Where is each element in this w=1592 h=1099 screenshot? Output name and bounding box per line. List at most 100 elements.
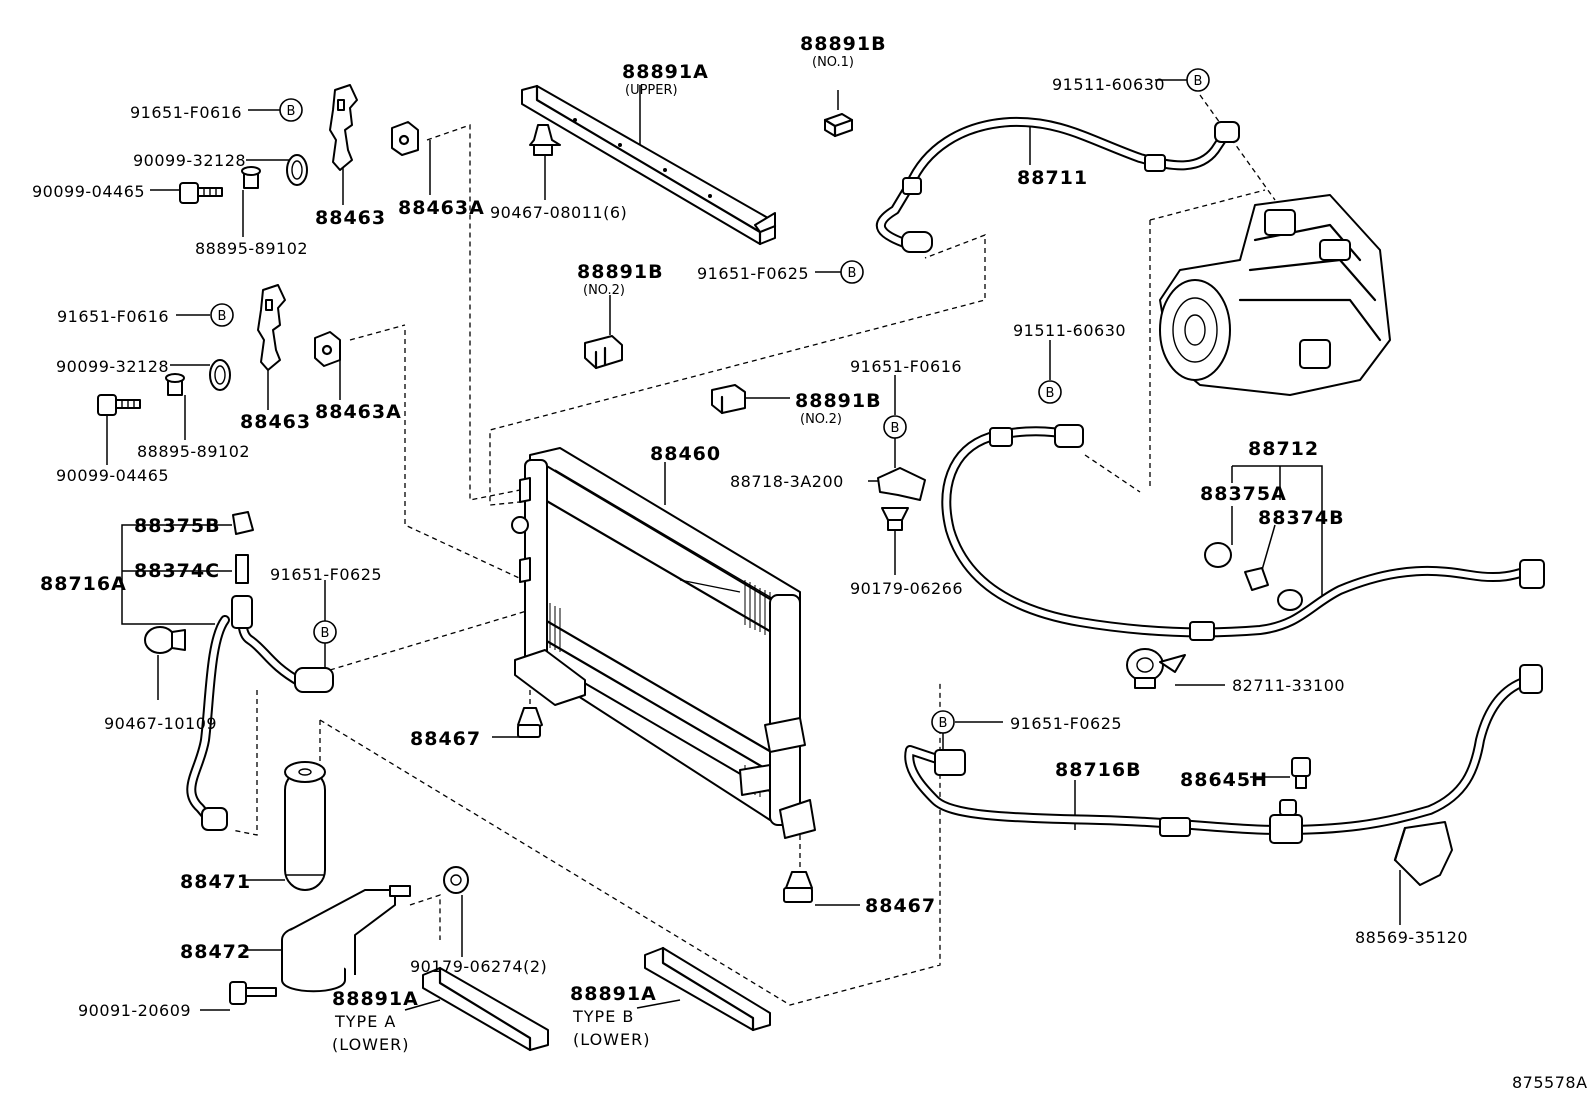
label-88467-a: 88467	[410, 728, 481, 750]
label-88463a-a: 88463A	[398, 197, 485, 219]
label-88467-b: 88467	[865, 895, 936, 917]
clip-88467-a	[517, 707, 543, 738]
receiver-88471	[284, 761, 326, 891]
label-88891b-no2-b: 88891B	[795, 390, 882, 412]
label-88891b-no2-a: 88891B	[577, 261, 664, 283]
bolt-marker-91651-f0625-left: B	[313, 620, 337, 644]
valve-88374c	[235, 554, 249, 584]
label-88460: 88460	[650, 443, 721, 465]
label-88891a-lower-b-text: (LOWER)	[573, 1030, 650, 1049]
bolt-marker-91651-f0616-a: B	[279, 98, 303, 122]
label-90099-32128-a: 90099-32128	[133, 151, 246, 170]
clamp-90467-10109	[144, 626, 186, 654]
label-91651-f0625-left: 91651-F0625	[270, 565, 382, 584]
svg-text:B: B	[287, 104, 296, 119]
label-90179-06274: 90179-06274(2)	[410, 957, 547, 976]
collar-88895-89102-a	[241, 166, 261, 189]
cushion-88891b-no1	[823, 113, 854, 138]
cap-88375a	[1204, 542, 1232, 568]
leader-lines	[106, 79, 1401, 1011]
label-88375a: 88375A	[1200, 483, 1287, 505]
svg-text:B: B	[891, 421, 900, 436]
svg-text:B: B	[939, 716, 948, 731]
label-90467-10109: 90467-10109	[104, 714, 217, 733]
label-91651-f0616-a: 91651-F0616	[130, 103, 242, 122]
label-88891a-lower-b: 88891A	[570, 983, 657, 1005]
bolt-marker-91651-f0616-c: B	[883, 415, 907, 439]
label-88463-b: 88463	[240, 411, 311, 433]
cushion-88891b-no2-a	[584, 335, 623, 370]
liquid-tube-88716a	[186, 595, 334, 831]
clip-90179-06266	[881, 507, 909, 531]
bracket-88463-mid	[257, 284, 286, 371]
svg-text:B: B	[218, 309, 227, 324]
switch-88645h	[1291, 757, 1311, 789]
label-88645h: 88645H	[1180, 769, 1268, 791]
label-90099-04465-b: 90099-04465	[56, 466, 169, 485]
clip-88467-b	[783, 871, 813, 903]
label-90091-20609: 90091-20609	[78, 1001, 191, 1020]
liquid-tube-88716b	[904, 664, 1543, 844]
label-88711: 88711	[1017, 167, 1088, 189]
clip-90467-08011	[529, 124, 561, 156]
suction-hose-88712	[941, 424, 1545, 641]
nut-90179-06274	[443, 866, 469, 894]
valve-88374b	[1244, 567, 1269, 591]
bracket-88463a-top	[391, 121, 419, 156]
label-88891a-lower-a: 88891A	[332, 988, 419, 1010]
label-88718-3a200: 88718-3A200	[730, 472, 844, 491]
label-90099-32128-b: 90099-32128	[56, 357, 169, 376]
bolt-marker-91651-f0616-b: B	[210, 303, 234, 327]
bracket-88472	[281, 885, 411, 993]
label-88375b: 88375B	[134, 515, 221, 537]
label-91651-f0616-c: 91651-F0616	[850, 357, 962, 376]
label-91651-f0625-right: 91651-F0625	[1010, 714, 1122, 733]
bolt-90091-20609	[229, 981, 277, 1005]
label-88891a-lower-a-text: (LOWER)	[332, 1035, 409, 1054]
label-88895-89102-b: 88895-89102	[137, 442, 250, 461]
bolt-marker-91511-mid: B	[1038, 380, 1062, 404]
label-88891b-no2-a-sub: (NO.2)	[583, 283, 625, 298]
figure-id: 875578A	[1512, 1073, 1588, 1092]
label-88471: 88471	[180, 871, 251, 893]
label-90099-04465-a: 90099-04465	[32, 182, 145, 201]
svg-text:B: B	[1194, 74, 1203, 89]
grommet-90099-32128-b	[209, 359, 231, 391]
clamp-88718-3a200	[877, 467, 926, 501]
compressor	[1159, 194, 1391, 396]
label-88891a-upper-sub: (UPPER)	[625, 83, 678, 98]
collar-88895-89102-b	[165, 373, 185, 396]
bolt-marker-91651-f0625-right: B	[931, 710, 955, 734]
label-88891b-no1-sub: (NO.1)	[812, 55, 854, 70]
bracket-88463a-mid	[314, 331, 341, 367]
grommet-90099-32128-a	[286, 154, 308, 186]
label-88712: 88712	[1248, 438, 1319, 460]
label-88463a-b: 88463A	[315, 401, 402, 423]
svg-text:B: B	[848, 266, 857, 281]
bolt-90099-04465-b	[97, 394, 141, 416]
label-88716b: 88716B	[1055, 759, 1142, 781]
label-88891a-type-b: TYPE B	[572, 1007, 634, 1026]
label-88374c: 88374C	[134, 560, 220, 582]
label-82711-33100: 82711-33100	[1232, 676, 1345, 695]
label-88463-a: 88463	[315, 207, 386, 229]
label-88569-35120: 88569-35120	[1355, 928, 1468, 947]
label-90467-08011: 90467-08011(6)	[490, 203, 627, 222]
lower-bracket-88891a-type-a	[422, 966, 549, 1052]
upper-bracket-88891a	[521, 84, 777, 246]
label-91511-60630-mid: 91511-60630	[1013, 321, 1126, 340]
bolt-marker-91511-top: B	[1186, 68, 1210, 92]
bolt-90099-04465-a	[179, 182, 223, 204]
clamp-82711-33100	[1126, 648, 1186, 689]
label-91511-60630-top: 91511-60630	[1052, 75, 1165, 94]
label-88716a: 88716A	[40, 573, 127, 595]
part-labels: 88891B (NO.1) 88891A (UPPER) 91511-60630…	[32, 33, 1588, 1092]
label-91651-f0616-b: 91651-F0616	[57, 307, 169, 326]
label-90179-06266: 90179-06266	[850, 579, 963, 598]
label-88895-89102-a: 88895-89102	[195, 239, 308, 258]
condenser-88460	[511, 447, 816, 839]
svg-text:B: B	[321, 626, 330, 641]
bolt-marker-91651-f0625-top: B	[840, 260, 864, 284]
cushion-88891b-no2-b	[711, 384, 746, 415]
